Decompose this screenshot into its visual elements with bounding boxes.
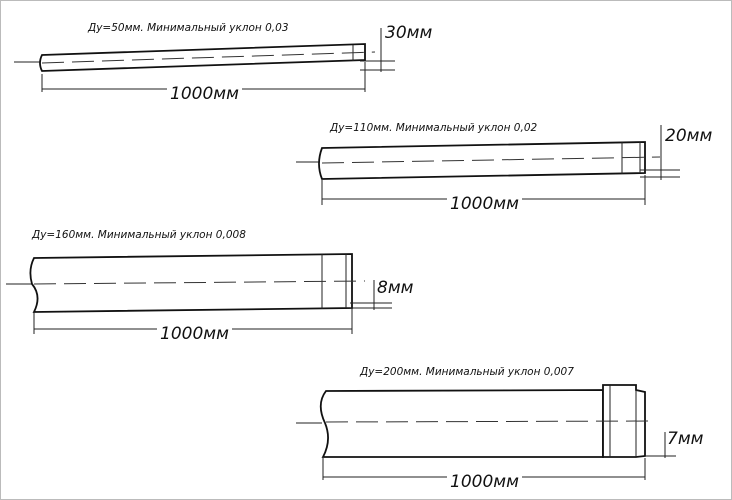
center-line — [41, 51, 376, 64]
socket — [602, 384, 646, 458]
drop-label: 7мм — [667, 429, 704, 449]
pipe-body — [319, 389, 604, 458]
center-line — [33, 280, 366, 285]
pipe-160: Ду=160мм. Минимальный уклон 0,008 8мм 10… — [6, 229, 414, 344]
label-bg — [167, 80, 242, 102]
pipe-50: Ду=50мм. Минимальный уклон 0,03 30мм 100… — [14, 22, 432, 104]
drop-label: 8мм — [377, 278, 414, 298]
length-label: 1000мм — [450, 194, 519, 214]
pipe-label: Ду=200мм. Минимальный уклон 0,007 — [359, 366, 574, 378]
center-line — [321, 156, 661, 164]
label-bg — [157, 320, 232, 342]
length-label: 1000мм — [170, 84, 239, 104]
drop-label: 30мм — [385, 23, 432, 43]
length-label: 1000мм — [160, 324, 229, 344]
drop-label: 20мм — [665, 126, 712, 146]
label-bg — [447, 190, 522, 212]
pipe-label: Ду=110мм. Минимальный уклон 0,02 — [329, 122, 538, 134]
pipe-110: Ду=110мм. Минимальный уклон 0,02 20мм 10… — [296, 122, 712, 214]
center-line — [325, 420, 657, 423]
label-bg — [447, 468, 522, 490]
length-label: 1000мм — [450, 472, 519, 492]
pipe-label: Ду=160мм. Минимальный уклон 0,008 — [31, 229, 246, 241]
pipe-label: Ду=50мм. Минимальный уклон 0,03 — [87, 22, 289, 34]
pipe-200: Ду=200мм. Минимальный уклон 0,007 7мм 10… — [296, 366, 704, 492]
